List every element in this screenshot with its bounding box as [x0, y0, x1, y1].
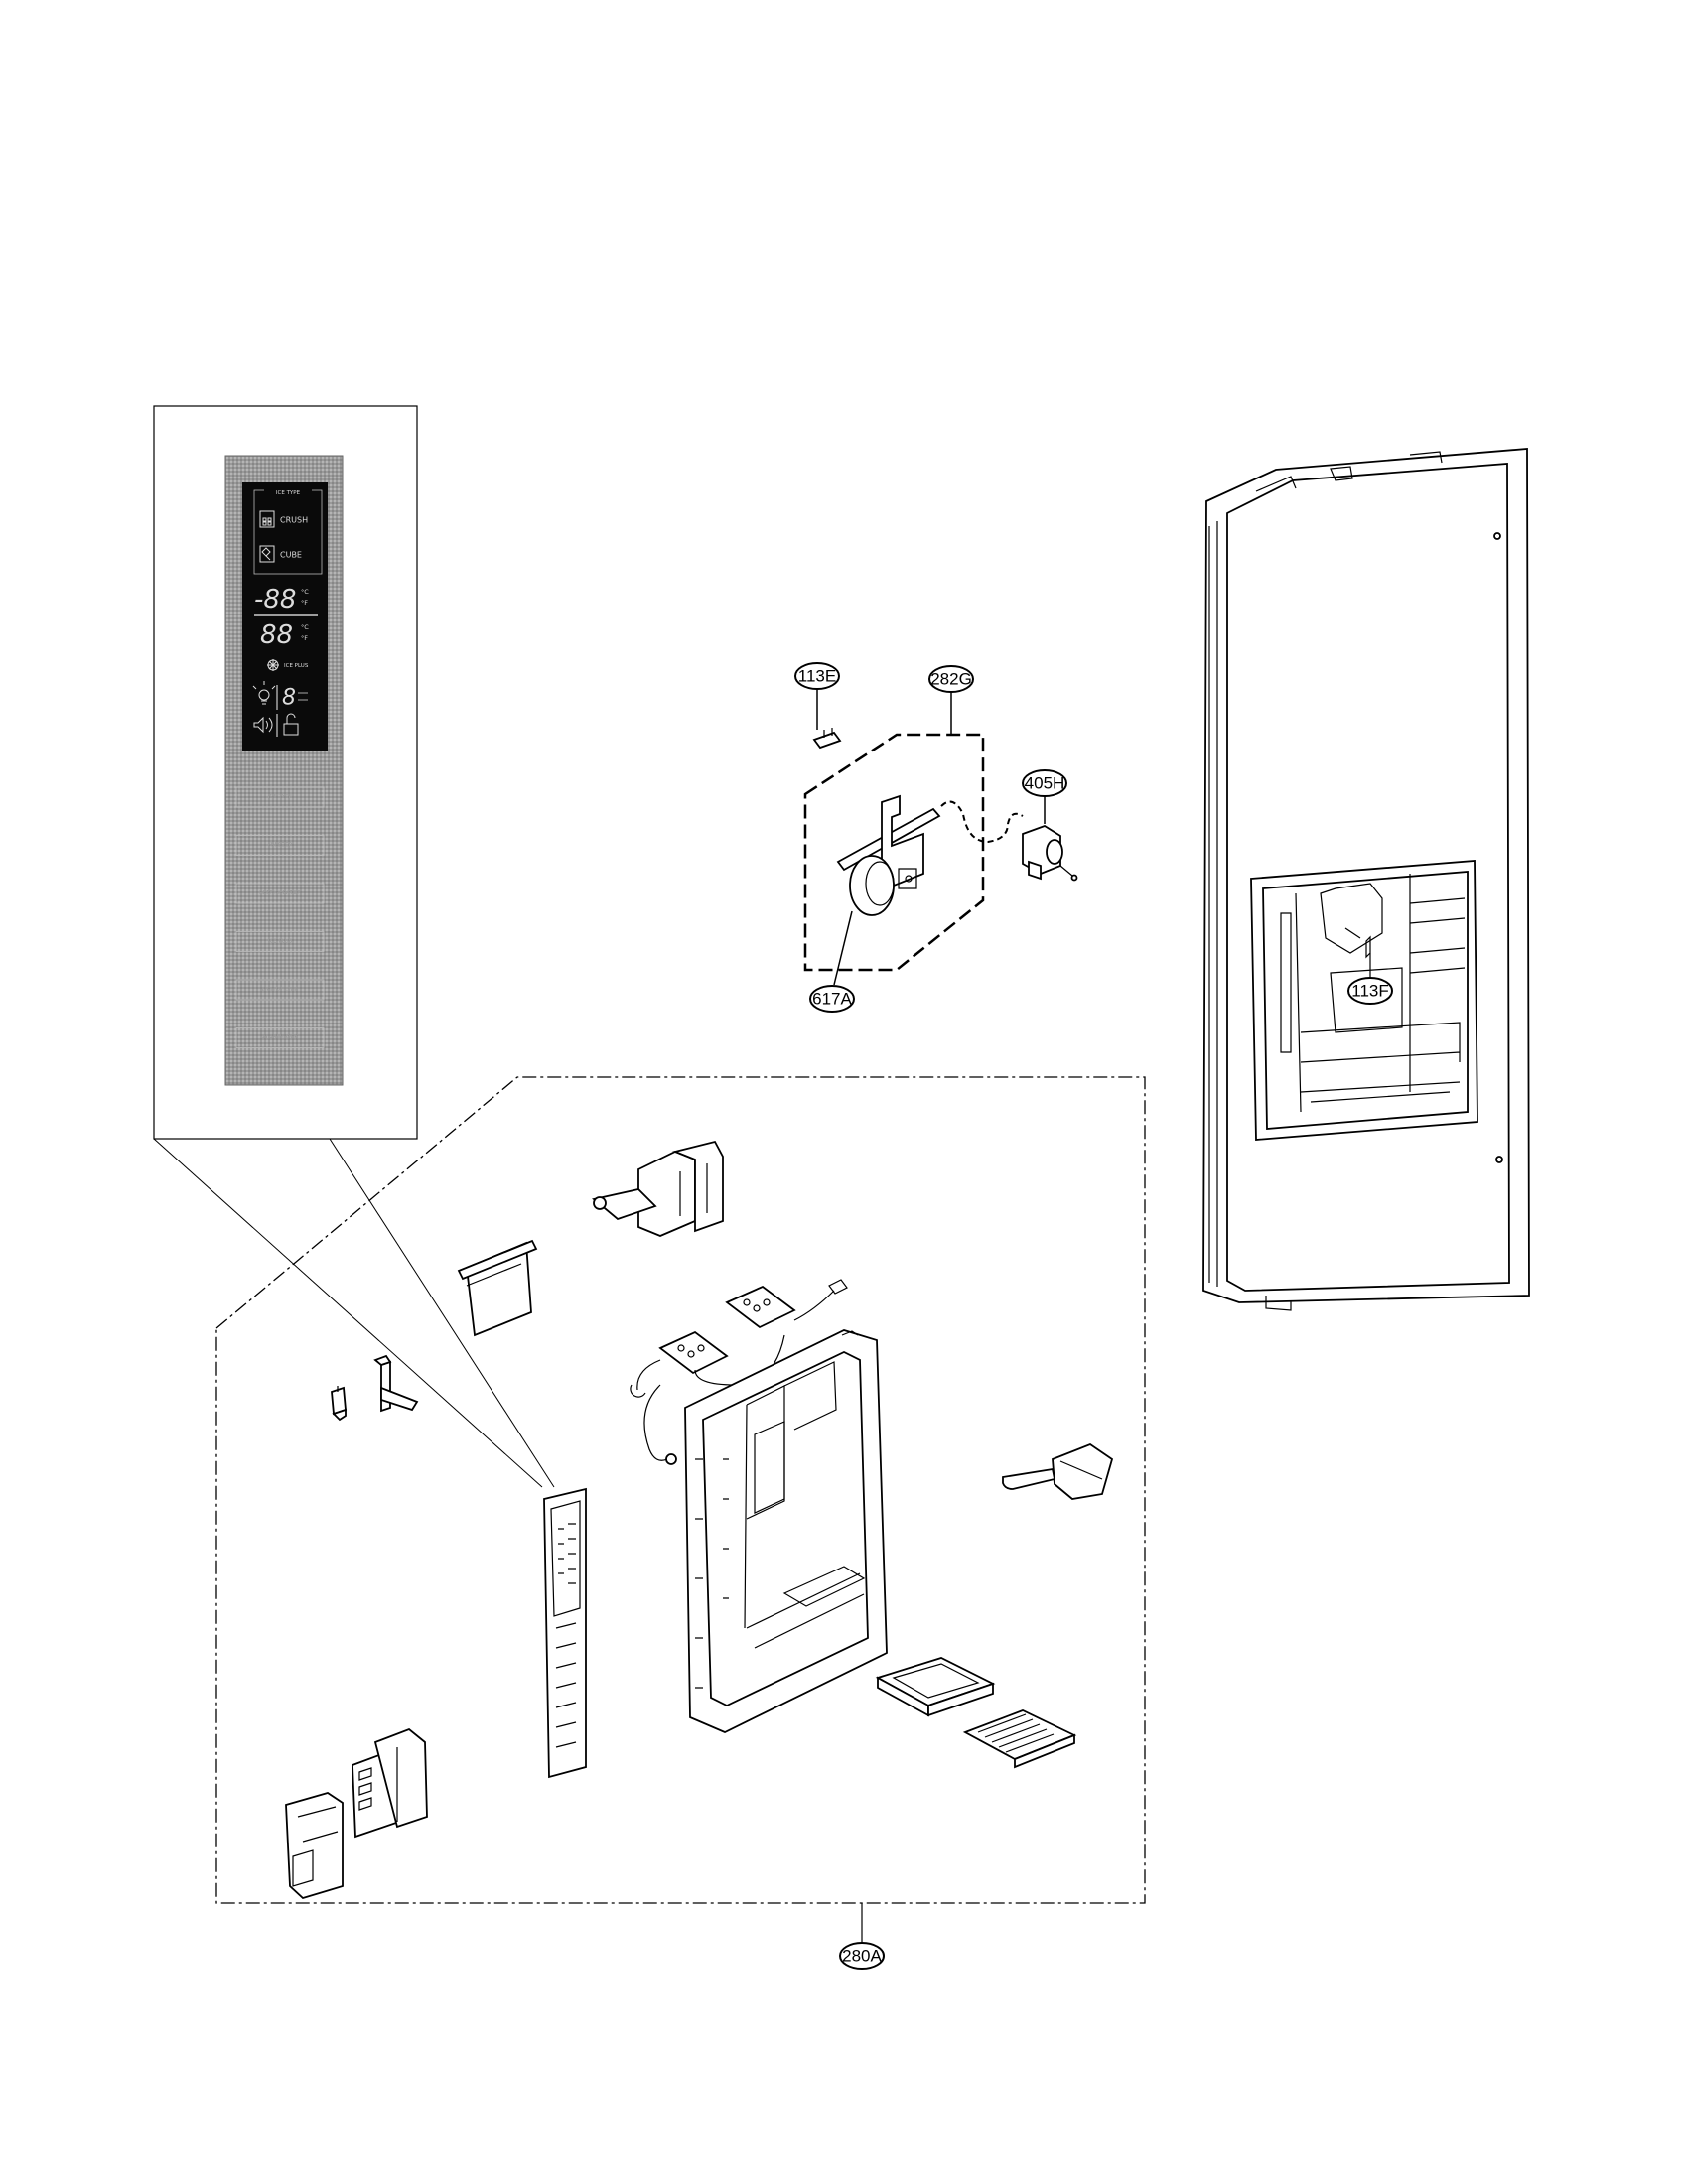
- micro-switch-part: [331, 1386, 347, 1422]
- ice-plus-icon: [267, 659, 279, 671]
- lock-icon: [283, 713, 299, 736]
- control-panel-pcb-part: [543, 1487, 587, 1779]
- main-pcb-bracket-part: [352, 1727, 428, 1839]
- ice-chute-lever-part: [1002, 1442, 1114, 1500]
- lcd-cube-label: CUBE: [280, 551, 302, 560]
- lcd-freezer-unit-c: °C: [301, 588, 309, 596]
- drip-tray-part: [875, 1657, 996, 1717]
- panel-button-label: REFRIGERATOR: [259, 890, 301, 896]
- lcd-ice-type-text: ICE TYPE: [276, 490, 301, 496]
- callout-617A-label: 617A: [812, 990, 852, 1009]
- panel-button-outline: [235, 1027, 325, 1048]
- freezer-door-assembly: [1202, 448, 1530, 1311]
- duct-motor-part: [592, 1140, 724, 1237]
- panel-button[interactable]: ICE TYPE: [235, 786, 325, 808]
- lcd-light-digit: 8: [282, 686, 296, 711]
- light-bulb-icon: [252, 681, 276, 705]
- chute-cover-part: [285, 1792, 344, 1900]
- panel-button-label: LIGHT/FILTER: [262, 987, 298, 993]
- callout-280A-label: 280A: [842, 1947, 882, 1966]
- auger-motor-subassembly: [803, 693, 1024, 986]
- crush-icon: [259, 510, 275, 528]
- callout-113F-label: 113F: [1351, 982, 1389, 1001]
- dashed-connector-wire: [940, 800, 1024, 844]
- callout-617A: 617A: [809, 985, 855, 1013]
- dispenser-assembly-group: [215, 1076, 1146, 1944]
- panel-button[interactable]: ALARM/LOCK: [235, 1027, 325, 1048]
- panel-button-label: ALARM/LOCK: [262, 1035, 298, 1041]
- callout-113E: 113E: [794, 662, 840, 730]
- dispenser-housing-part: [684, 1329, 888, 1733]
- callout-405H: 405H: [1022, 769, 1067, 797]
- control-panel-detail-inset: ICE TYPE ICE TYPE CRUSH CUBE -88 °C °F 8…: [153, 405, 555, 1488]
- lcd-freezer-unit-f: °F: [301, 599, 308, 607]
- panel-button-outline: [235, 835, 325, 856]
- callout-280A: 280A: [839, 1942, 885, 1970]
- panel-button-outline: [235, 786, 325, 808]
- speaker-icon: [253, 716, 273, 734]
- panel-button-label: ICE PLUS: [268, 939, 293, 945]
- panel-button-list: ICE TYPE FREEZER REFRIGERATOR ICE PLUS LIGHT…: [235, 786, 325, 1048]
- bracket-clip-part: [812, 728, 842, 750]
- callout-282G-label: 282G: [930, 670, 972, 689]
- panel-button-outline: [235, 931, 325, 952]
- panel-button[interactable]: ICE PLUS: [235, 931, 325, 952]
- panel-button[interactable]: LIGHT/FILTER: [235, 979, 325, 1001]
- flapper-door-part: [457, 1239, 538, 1337]
- callout-405H-label: 405H: [1025, 774, 1065, 793]
- panel-button-outline: [235, 979, 325, 1001]
- lcd-fridge-unit-f: °F: [301, 634, 308, 642]
- inset-leader-lines: [153, 1138, 555, 1488]
- lcd-ice-plus-label: ICE PLUS: [284, 663, 309, 669]
- cube-icon: [259, 545, 275, 563]
- lcd-fridge-unit-c: °C: [301, 623, 309, 631]
- callout-113F: 113F: [1347, 953, 1393, 1005]
- lcd-crush-label: CRUSH: [280, 516, 308, 525]
- solenoid-lever-part: [836, 794, 941, 916]
- switch-bracket-part: [373, 1354, 419, 1413]
- callout-282G: 282G: [928, 665, 974, 693]
- lcd-display: ICE TYPE ICE TYPE CRUSH CUBE -88 °C °F 8…: [242, 482, 328, 751]
- panel-button[interactable]: FREEZER: [235, 835, 325, 856]
- lcd-freezer-digits: -88: [254, 585, 296, 614]
- panel-button-label: ICE TYPE: [268, 794, 293, 800]
- panel-button-label: FREEZER: [268, 843, 293, 849]
- callout-113E-label: 113E: [798, 667, 836, 686]
- panel-button[interactable]: REFRIGERATOR: [235, 883, 325, 904]
- lcd-fridge-digits: 88: [260, 620, 293, 650]
- drain-grille-part: [962, 1709, 1077, 1769]
- solenoid-coil-part: [1022, 796, 1078, 882]
- panel-button-outline: [235, 883, 325, 904]
